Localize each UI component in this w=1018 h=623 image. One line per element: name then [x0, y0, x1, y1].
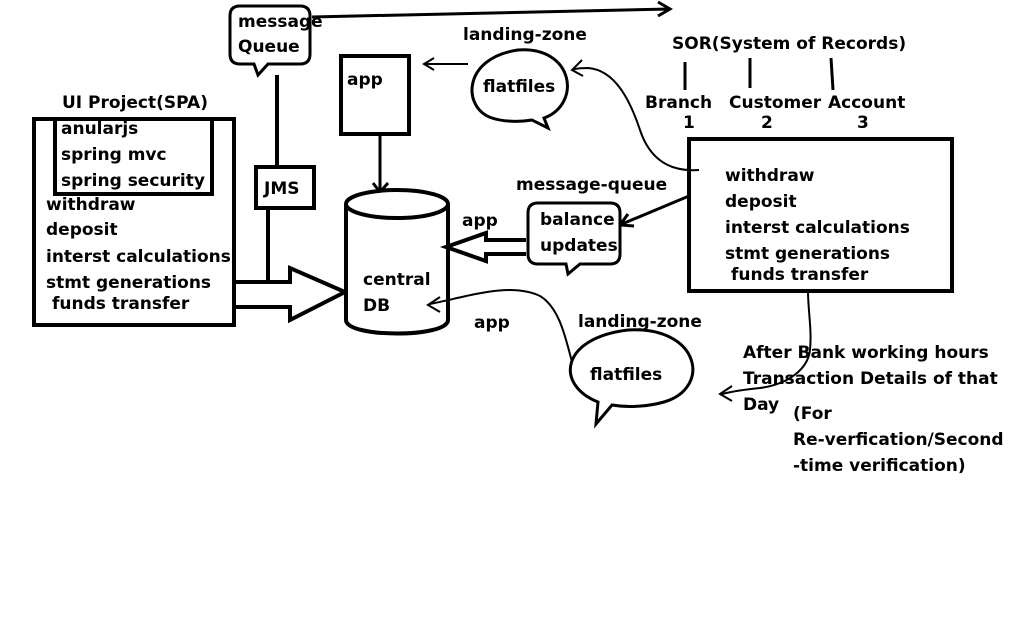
after-hours-paren-line: -time verification)	[793, 456, 966, 476]
app-label-lower: app	[474, 313, 510, 333]
sor-to-flatfiles-top-arrowhead	[570, 59, 584, 77]
landing-zone-bottom-label: landing-zone	[578, 312, 702, 332]
landing-zone-top-block: landing-zone flatfiles	[463, 25, 587, 132]
flatfiles-bottom-to-db-arrowhead	[426, 296, 441, 313]
app-box-label: app	[347, 70, 383, 90]
message-queue-top-bubble	[228, 4, 312, 78]
balance-updates-line2: updates	[540, 236, 618, 256]
ui-tech-item: anularjs	[61, 119, 138, 139]
sor-feature-item: interst calculations	[725, 218, 910, 238]
message-queue-right-label: message-queue	[516, 175, 667, 195]
ui-to-db-block-arrow	[236, 264, 350, 324]
balance-updates-block: message-queue balance updates	[516, 175, 667, 277]
ui-feature-item: deposit	[46, 220, 118, 240]
landing-zone-top-text: flatfiles	[483, 77, 555, 97]
sor-column-name: Branch	[645, 93, 712, 113]
sor-column-number: 3	[857, 113, 869, 133]
central-db-cylinder	[344, 204, 450, 336]
central-db-line2: DB	[363, 296, 390, 316]
central-db-top	[344, 188, 450, 220]
ui-feature-item: withdraw	[46, 195, 136, 215]
ui-project-block: UI Project(SPA) anularjs spring mvc spri…	[32, 93, 236, 327]
sor-feature-item: funds transfer	[731, 265, 869, 285]
sor-feature-item: deposit	[725, 192, 797, 212]
ui-feature-item: funds transfer	[52, 294, 190, 314]
landing-zone-top-bubble	[470, 48, 569, 132]
landing-zone-bottom-bubble	[569, 328, 695, 429]
sor-feature-item: stmt generations	[725, 244, 890, 264]
jms-box	[254, 165, 316, 210]
ui-tech-box	[53, 117, 214, 196]
sor-to-note-line	[721, 290, 812, 395]
flatfiles-to-app-arrowhead	[422, 57, 435, 71]
app-label-upper: app	[462, 211, 498, 231]
sor-feature-item: withdraw	[725, 166, 815, 186]
after-hours-line: Transaction Details of that	[743, 369, 998, 389]
message-queue-top-line1: message	[238, 12, 323, 32]
jms-label: JMS	[263, 179, 300, 199]
sor-to-flatfiles-top-curve	[571, 66, 700, 172]
sor-column-number: 1	[683, 113, 695, 133]
app-box	[339, 54, 411, 136]
sor-column-number: 2	[761, 113, 773, 133]
central-db-block: central DB	[344, 188, 450, 336]
after-hours-note: After Bank working hours Transaction Det…	[743, 343, 1004, 476]
sor-column-name: Account	[828, 93, 905, 113]
sor-to-balance-arrow	[621, 194, 690, 226]
app-box-block: app	[339, 54, 411, 136]
sor-to-note-arrowhead	[718, 385, 733, 402]
ui-tech-item: spring security	[61, 171, 205, 191]
landing-zone-top-label: landing-zone	[463, 25, 587, 45]
message-queue-top-block: message Queue	[228, 4, 323, 78]
balance-to-db-block-arrow	[439, 230, 526, 264]
balance-updates-bubble	[526, 201, 622, 277]
sor-box	[687, 137, 954, 293]
landing-zone-bottom-block: landing-zone flatfiles	[569, 312, 702, 429]
after-hours-paren-line: Re-verfication/Second	[793, 430, 1004, 450]
after-hours-paren-line: (For	[793, 404, 832, 424]
central-db-line1: central	[363, 270, 431, 290]
sor-title: SOR(System of Records)	[672, 34, 906, 54]
after-hours-line: After Bank working hours	[743, 343, 989, 363]
flatfiles-bottom-to-db-curve	[429, 289, 573, 363]
message-queue-top-line2: Queue	[238, 37, 300, 57]
jms-block: JMS	[254, 165, 316, 210]
queue-to-sor-arrow	[311, 7, 671, 19]
sor-account-line	[829, 57, 835, 91]
ui-feature-item: interst calculations	[46, 247, 231, 267]
ui-project-title: UI Project(SPA)	[62, 93, 208, 113]
sor-block: SOR(System of Records) Branch Customer A…	[645, 34, 954, 293]
queue-to-sor-arrowhead	[657, 0, 673, 18]
after-hours-line: Day	[743, 395, 779, 415]
ui-tech-item: spring mvc	[61, 145, 167, 165]
sor-column-name: Customer	[729, 93, 822, 113]
landing-zone-bottom-text: flatfiles	[590, 365, 662, 385]
ui-feature-item: stmt generations	[46, 273, 211, 293]
balance-updates-line1: balance	[540, 210, 615, 230]
